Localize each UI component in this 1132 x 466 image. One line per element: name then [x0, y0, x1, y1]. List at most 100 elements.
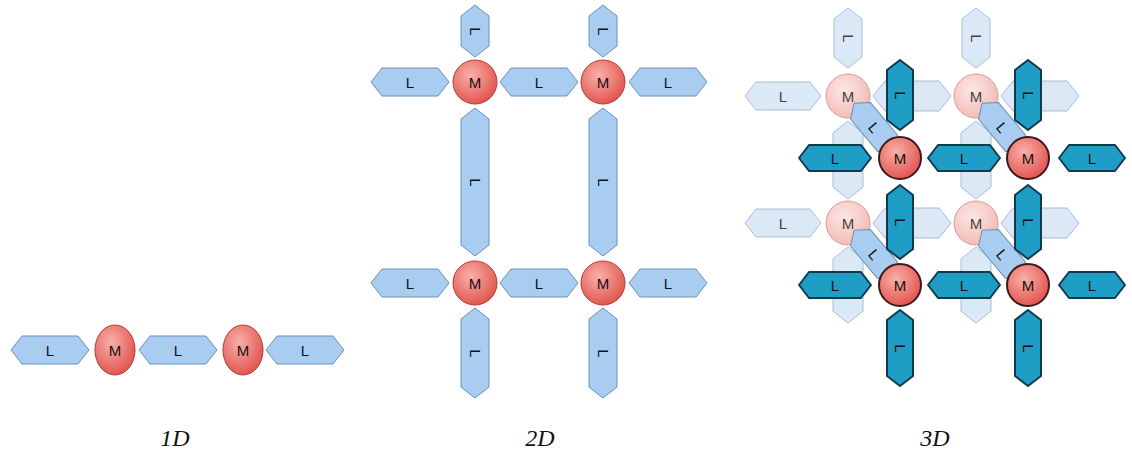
- metal-node: M: [1005, 135, 1051, 181]
- ligand-hexagon-shape: [887, 310, 913, 386]
- ligand-label: L: [596, 178, 611, 186]
- metal-node: M: [877, 135, 923, 181]
- metal-circle-shape: [95, 325, 135, 375]
- ligand-label: L: [831, 151, 839, 166]
- ligand-node: L: [265, 335, 345, 365]
- ligand-node: L: [961, 7, 991, 69]
- ligand-node: L: [833, 7, 863, 69]
- ligand-node: L: [588, 107, 618, 257]
- ligand-node: L: [885, 183, 915, 261]
- ligand-node: L: [10, 335, 90, 365]
- ligand-label: L: [46, 343, 54, 358]
- ligand-hexagon-shape: [745, 209, 821, 237]
- ligand-node: L: [499, 268, 579, 298]
- ligand-label: L: [841, 34, 856, 42]
- ligand-label: L: [1021, 344, 1036, 352]
- dimension-label: 3D: [920, 425, 949, 452]
- metal-label: M: [1022, 151, 1035, 166]
- ligand-hexagon-shape: [928, 145, 1000, 171]
- ligand-hexagon-shape: [1015, 60, 1041, 130]
- metal-node: M: [452, 260, 498, 306]
- ligand-hexagon-shape: [1059, 145, 1125, 171]
- ligand-node: L: [628, 67, 708, 97]
- ligand-hexagon-shape: [500, 68, 578, 96]
- metal-label: M: [597, 276, 610, 291]
- ligand-hexagon-shape: [1015, 185, 1041, 259]
- metal-circle-shape: [453, 261, 497, 305]
- ligand-hexagon-shape: [1059, 272, 1125, 298]
- ligand-node: L: [926, 270, 1002, 300]
- metal-label: M: [597, 75, 610, 90]
- ligand-node: L: [370, 268, 450, 298]
- ligand-hexagon-shape: [139, 336, 217, 364]
- ligand-hexagon-shape: [799, 145, 871, 171]
- ligand-label: L: [406, 276, 414, 291]
- ligand-node: L: [460, 307, 490, 399]
- ligand-hexagon-shape: [266, 336, 344, 364]
- metal-node: M: [94, 324, 136, 376]
- metal-label: M: [894, 151, 907, 166]
- metal-circle-shape: [1007, 137, 1049, 179]
- metal-label: M: [1022, 278, 1035, 293]
- metal-circle-shape: [879, 137, 921, 179]
- metal-circle-shape: [581, 261, 625, 305]
- dimension-label: 1D: [160, 425, 189, 452]
- ligand-label: L: [893, 344, 908, 352]
- ligand-node: L: [460, 4, 490, 58]
- ligand-label: L: [535, 75, 543, 90]
- ligand-hexagon-shape: [834, 8, 862, 68]
- ligand-label: L: [1021, 218, 1036, 226]
- ligand-label: L: [406, 75, 414, 90]
- ligand-node: L: [460, 107, 490, 257]
- metal-circle-shape: [1007, 264, 1049, 306]
- ligand-node: L: [744, 81, 822, 111]
- ligand-hexagon-shape: [799, 272, 871, 298]
- ligand-hexagon-shape: [11, 336, 89, 364]
- dimension-label: 2D: [525, 425, 554, 452]
- ligand-hexagon-shape: [887, 60, 913, 130]
- ligand-hexagon-shape: [500, 269, 578, 297]
- metal-circle-shape: [223, 325, 263, 375]
- ligand-node: L: [885, 58, 915, 132]
- ligand-hexagon-shape: [461, 5, 489, 57]
- ligand-label: L: [1088, 151, 1096, 166]
- ligand-label: L: [468, 349, 483, 357]
- metal-node: M: [877, 262, 923, 308]
- ligand-label: L: [831, 278, 839, 293]
- metal-label: M: [469, 276, 482, 291]
- ligand-label: L: [664, 75, 672, 90]
- ligand-node: L: [370, 67, 450, 97]
- ligand-label: L: [969, 34, 984, 42]
- metal-label: M: [237, 343, 250, 358]
- ligand-hexagon-shape: [589, 108, 617, 256]
- ligand-node: L: [588, 4, 618, 58]
- ligand-hexagon-shape: [887, 185, 913, 259]
- ligand-label: L: [1088, 278, 1096, 293]
- ligand-hexagon-shape: [1015, 310, 1041, 386]
- ligand-node: L: [1057, 270, 1127, 300]
- ligand-label: L: [893, 91, 908, 99]
- ligand-node: L: [499, 67, 579, 97]
- ligand-hexagon-shape: [461, 108, 489, 256]
- metal-label: M: [842, 216, 855, 231]
- metal-label: M: [842, 89, 855, 104]
- ligand-hexagon-shape: [962, 8, 990, 68]
- ligand-node: L: [1013, 308, 1043, 388]
- ligand-label: L: [596, 349, 611, 357]
- ligand-hexagon-shape: [629, 269, 707, 297]
- metal-circle-shape: [879, 264, 921, 306]
- metal-label: M: [109, 343, 122, 358]
- metal-circle-shape: [581, 60, 625, 104]
- metal-label: M: [469, 75, 482, 90]
- ligand-label: L: [779, 89, 787, 104]
- ligand-label: L: [893, 218, 908, 226]
- ligand-node: L: [744, 208, 822, 238]
- ligand-label: L: [535, 276, 543, 291]
- ligand-label: L: [468, 178, 483, 186]
- ligand-hexagon-shape: [589, 308, 617, 398]
- ligand-node: L: [1013, 58, 1043, 132]
- metal-label: M: [970, 216, 983, 231]
- ligand-label: L: [1021, 91, 1036, 99]
- ligand-node: L: [138, 335, 218, 365]
